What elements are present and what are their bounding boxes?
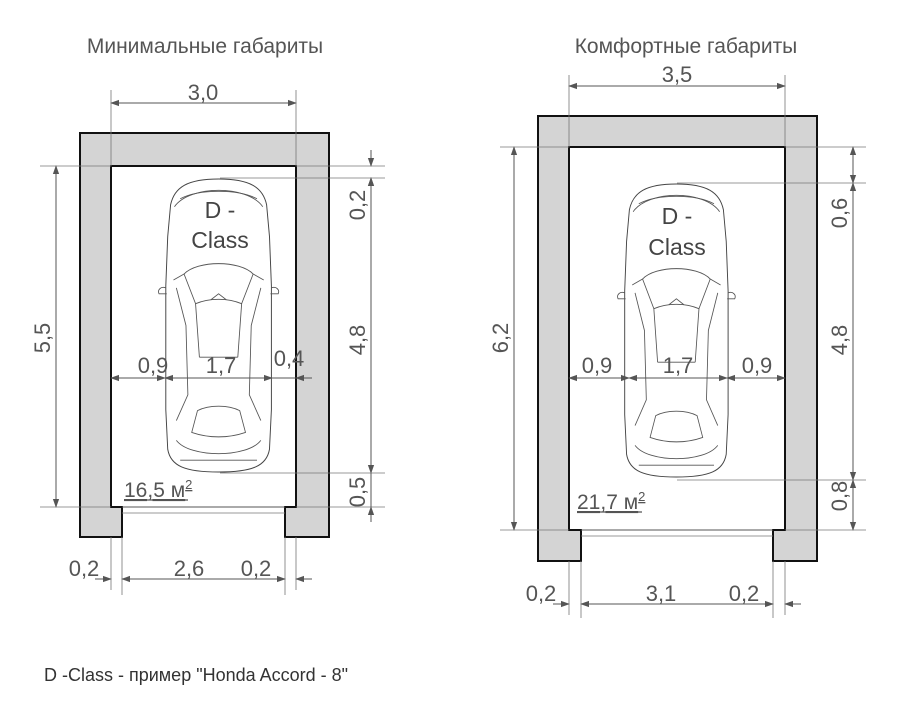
left-label-wall-r: 0,2 [241, 556, 272, 581]
right-label-side-right: 0,9 [742, 353, 773, 378]
right-class-line2: Class [648, 234, 706, 260]
left-garage: Минимальные габариты D - Class 3,0 5,5 0… [30, 35, 385, 595]
left-label-gate: 2,6 [174, 556, 205, 581]
right-label-wall-l: 0,2 [526, 581, 557, 606]
left-title: Минимальные габариты [87, 35, 323, 58]
left-label-side-right: 0,4 [274, 346, 305, 371]
right-label-height: 6,2 [488, 323, 513, 354]
right-area: 21,7 м2 [577, 489, 645, 514]
left-label-car-width: 1,7 [206, 353, 237, 378]
left-label-front: 0,2 [345, 190, 370, 221]
right-label-gate: 3,1 [646, 581, 677, 606]
left-label-wall-l: 0,2 [69, 556, 100, 581]
right-title: Комфортные габариты [575, 35, 798, 58]
right-label-side-left: 0,9 [582, 353, 613, 378]
right-label-width-top: 3,5 [662, 62, 693, 87]
right-label-rear: 0,8 [827, 481, 852, 512]
left-label-car-length: 4,8 [345, 325, 370, 356]
footnote: D -Class - пример "Honda Accord - 8" [44, 665, 348, 685]
left-label-side-left: 0,9 [138, 353, 169, 378]
right-label-car-width: 1,7 [663, 353, 694, 378]
right-label-car-length: 4,8 [827, 325, 852, 356]
right-class-line1: D - [662, 203, 693, 229]
left-label-width-top: 3,0 [188, 80, 219, 105]
right-label-wall-r: 0,2 [729, 581, 760, 606]
left-area: 16,5 м2 [124, 477, 192, 502]
right-label-front: 0,6 [827, 198, 852, 229]
left-class-line2: Class [191, 227, 249, 253]
left-label-height: 5,5 [30, 323, 55, 354]
left-class-line1: D - [205, 197, 236, 223]
left-label-rear: 0,5 [345, 477, 370, 508]
right-garage: Комфортные габариты D - Class 3,5 6,2 0,… [488, 35, 866, 618]
